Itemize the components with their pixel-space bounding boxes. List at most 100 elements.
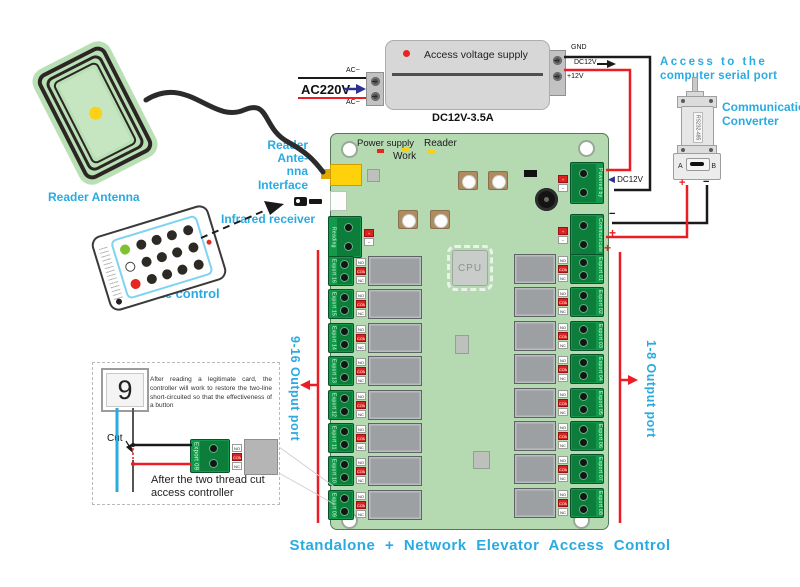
ac220v-label: AC220V <box>301 82 351 97</box>
export-label: Export 12 <box>330 392 337 417</box>
jumper <box>524 170 537 177</box>
pin-tag: COM <box>558 265 568 273</box>
relay <box>368 289 422 320</box>
remote-key <box>166 228 179 242</box>
pin-tag: + <box>558 226 568 235</box>
relay <box>368 256 422 286</box>
psu-output-terminal <box>548 50 566 96</box>
pin-tag: NO <box>558 256 568 264</box>
pin-labels: +− <box>558 214 568 256</box>
instruction-text: After reading a legitimate card, the con… <box>150 376 272 410</box>
export-terminal: Export 16 <box>328 256 354 286</box>
terminal-screw <box>579 324 589 334</box>
relay <box>514 487 556 518</box>
terminal-screw <box>339 406 349 416</box>
output-right-label: 1-8 Output port <box>644 340 658 438</box>
export-terminal: Export 03 <box>570 320 604 351</box>
export-label: Export 13 <box>330 359 337 384</box>
port-b-label: B <box>711 163 716 170</box>
terminal-screw <box>579 169 589 178</box>
terminal-screw <box>579 358 589 368</box>
pin-tag: NC <box>558 374 568 383</box>
relay <box>368 389 422 420</box>
tactile-button <box>398 210 418 229</box>
converter-minus-label: − <box>703 176 710 188</box>
pin-tag: + <box>364 228 374 237</box>
antenna-interface-label: Reader Ante- nna Interface <box>257 138 308 192</box>
export-label: Export 02 <box>597 290 603 315</box>
relay <box>368 489 422 520</box>
psu-led <box>403 50 410 57</box>
terminal-screws <box>336 458 352 485</box>
pin-tag: COM <box>558 365 568 374</box>
pin-tag: COM <box>232 453 242 461</box>
pin-tag: NO <box>558 322 568 331</box>
pin-tag: NC <box>356 442 366 451</box>
buzzer <box>535 188 558 211</box>
terminal-screw <box>339 506 349 516</box>
relay <box>514 420 556 451</box>
terminal-screw <box>579 337 589 347</box>
converter-plus-label: + <box>679 177 686 189</box>
terminal-screw <box>339 273 349 282</box>
pin-tag: NC <box>356 309 366 318</box>
pin-tag: COM <box>558 331 568 340</box>
pin-labels: +− <box>558 162 568 204</box>
pin-tag: NO <box>356 391 366 400</box>
rs485-a-wire <box>606 185 689 239</box>
terminal-screw <box>579 371 589 381</box>
export-label: Export 08 <box>597 490 603 515</box>
export-terminal: Export 09 <box>328 489 354 520</box>
pin-tag: NO <box>356 324 366 333</box>
terminal-screw <box>339 493 349 503</box>
pin-tag: NO <box>558 289 568 298</box>
terminal-screws <box>336 424 352 451</box>
terminal-screw <box>339 326 349 336</box>
pin-tag: NC <box>356 509 366 518</box>
terminal-screws <box>336 358 352 385</box>
flange-screw <box>681 148 685 152</box>
export-label: Export 03 <box>597 323 603 348</box>
terminal-screw <box>579 437 589 447</box>
terminal-screw <box>579 221 589 230</box>
pin-tag: NC <box>356 409 366 418</box>
reader-antenna <box>27 36 163 190</box>
flange-screw <box>709 99 713 103</box>
comm-minus-label: − <box>609 208 616 220</box>
pin-tag: NC <box>356 342 366 351</box>
terminal-screws <box>336 258 352 284</box>
relay <box>514 454 556 485</box>
board-component <box>455 335 469 354</box>
terminal-screws <box>572 356 596 383</box>
terminal-screw <box>579 304 589 314</box>
terminal-screw <box>339 293 349 303</box>
pin-tag: COM <box>558 298 568 307</box>
power-in-label: Powered by <box>597 168 603 198</box>
pin-tag: NC <box>356 276 366 284</box>
pin-tag: NC <box>558 440 568 449</box>
terminal-screw <box>579 258 589 267</box>
export-label: Export 15 <box>330 292 337 317</box>
pin-tag: COM <box>558 431 568 440</box>
dc12v-out-label: DC12V <box>574 59 597 66</box>
floor-button: 9 <box>101 368 149 412</box>
terminal-screw <box>579 424 589 434</box>
communicate-label: Communicate <box>597 217 603 253</box>
remote-key-green <box>118 243 132 256</box>
infrared-receiver-component <box>294 197 307 206</box>
remote-led <box>205 239 213 246</box>
terminal-screws <box>199 441 228 471</box>
terminal-screw <box>579 404 589 414</box>
infrared-receiver-body <box>309 199 322 204</box>
